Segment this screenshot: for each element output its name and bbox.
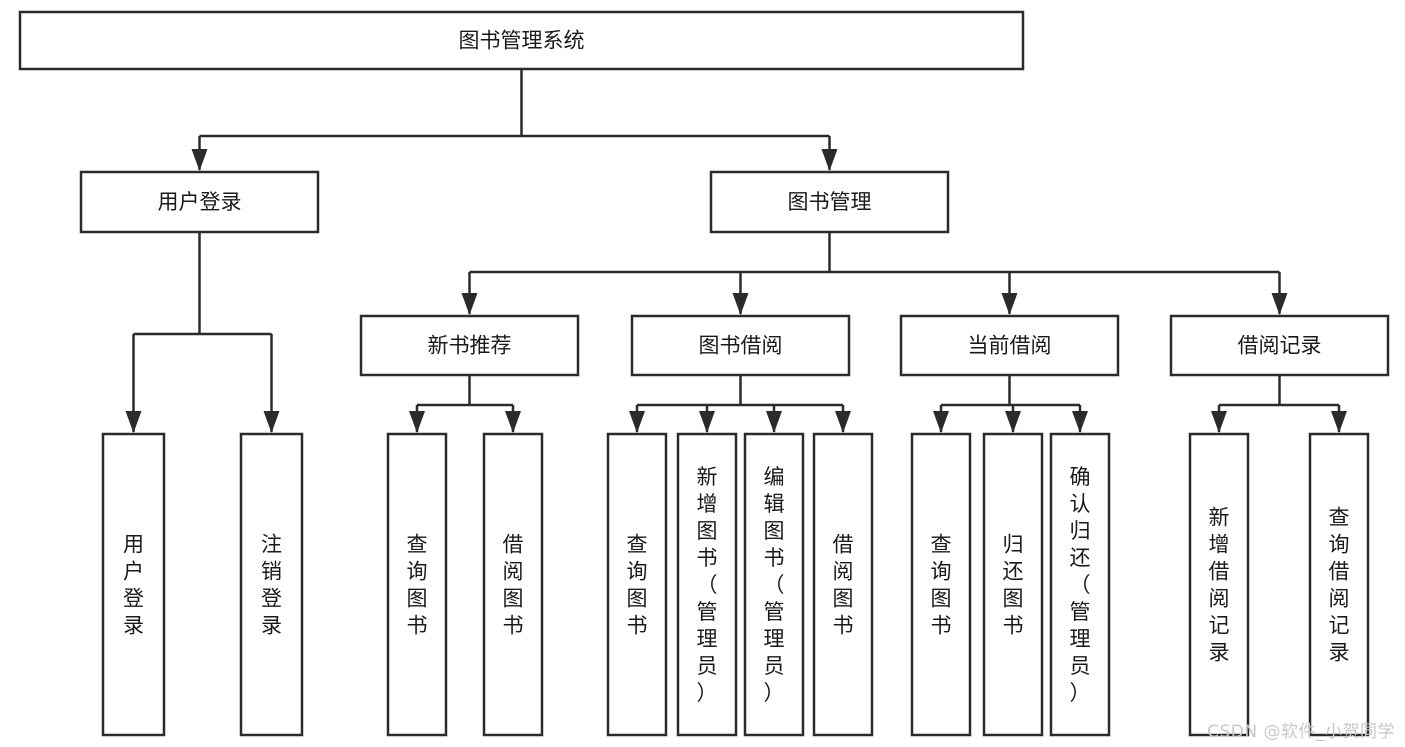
leaf-current-borrow-1-box[interactable]: [982, 432, 1044, 737]
leaf-borrow-record-0-label: 新增借阅记录: [1209, 506, 1230, 665]
node-new-book-recommend-box[interactable]: [359, 314, 580, 377]
leaf-book-borrow-1-label: 新增图书（管理员）: [697, 465, 718, 705]
leaf-borrow-record-1-box[interactable]: [1308, 432, 1370, 737]
leaf-book-borrow-3-label: 借阅图书: [833, 533, 854, 638]
leaf-new-book-recommend-0[interactable]: 查询图书: [386, 432, 448, 737]
leaf-book-borrow-2[interactable]: 编辑图书（管理员）: [743, 432, 805, 737]
arrow-head-icon: [699, 411, 715, 433]
leaf-book-borrow-0[interactable]: 查询图书: [606, 432, 668, 737]
arrow-head-icon: [732, 293, 749, 315]
node-new-book-recommend[interactable]: 新书推荐: [359, 314, 580, 377]
node-book-management-box[interactable]: [709, 170, 950, 234]
arrow-head-icon: [1005, 411, 1021, 433]
leaf-book-borrow-1-box[interactable]: [676, 432, 738, 737]
arrow-head-icon: [1331, 411, 1347, 433]
leaf-book-borrow-3[interactable]: 借阅图书: [812, 432, 874, 737]
leaf-user-login-1-box[interactable]: [239, 432, 304, 737]
leaf-borrow-record-1[interactable]: 查询借阅记录: [1308, 432, 1370, 737]
leaf-borrow-record-0-box[interactable]: [1188, 432, 1250, 737]
arrow-head-icon: [1211, 411, 1227, 433]
node-current-borrow-label: 当前借阅: [968, 334, 1052, 358]
arrow-head-icon: [1271, 293, 1288, 315]
arrow-head-icon: [191, 149, 208, 171]
node-borrow-record[interactable]: 借阅记录: [1169, 314, 1390, 377]
arrow-head-icon: [835, 411, 851, 433]
node-root-box[interactable]: [18, 10, 1025, 71]
leaf-current-borrow-0-box[interactable]: [910, 432, 972, 737]
leaf-user-login-1[interactable]: 注销登录: [239, 432, 304, 737]
arrow-head-icon: [933, 411, 949, 433]
leaf-user-login-0[interactable]: 用户登录: [101, 432, 166, 737]
leaf-user-login-1-label: 注销登录: [261, 533, 282, 638]
node-root-label: 图书管理系统: [459, 29, 585, 53]
node-user-login-box[interactable]: [79, 170, 320, 234]
csdn-watermark: CSDN @软件_小贺同学: [1207, 722, 1395, 742]
node-current-borrow[interactable]: 当前借阅: [899, 314, 1120, 377]
leaf-new-book-recommend-0-box[interactable]: [386, 432, 448, 737]
leaf-current-borrow-0-label: 查询图书: [931, 533, 952, 638]
node-current-borrow-box[interactable]: [899, 314, 1120, 377]
node-book-borrow[interactable]: 图书借阅: [630, 314, 851, 377]
leaf-new-book-recommend-0-label: 查询图书: [407, 533, 428, 638]
leaf-borrow-record-1-label: 查询借阅记录: [1329, 506, 1350, 665]
node-user-login-label: 用户登录: [158, 190, 242, 214]
node-root[interactable]: 图书管理系统: [18, 10, 1025, 71]
leaf-book-borrow-2-box[interactable]: [743, 432, 805, 737]
leaf-current-borrow-2-box[interactable]: [1049, 432, 1111, 737]
nodes-layer: 用户登录注销登录图书管理系统用户登录图书管理新书推荐查询图书借阅图书图书借阅查询…: [18, 10, 1390, 737]
arrow-head-icon: [125, 411, 142, 433]
node-book-management-label: 图书管理: [788, 190, 872, 214]
leaf-current-borrow-2-label: 确认归还（管理员）: [1070, 465, 1091, 705]
leaf-current-borrow-2[interactable]: 确认归还（管理员）: [1049, 432, 1111, 737]
arrow-head-icon: [1001, 293, 1018, 315]
leaf-borrow-record-0[interactable]: 新增借阅记录: [1188, 432, 1250, 737]
node-borrow-record-box[interactable]: [1169, 314, 1390, 377]
node-book-borrow-box[interactable]: [630, 314, 851, 377]
leaf-current-borrow-1[interactable]: 归还图书: [982, 432, 1044, 737]
arrow-head-icon: [263, 411, 280, 433]
arrow-head-icon: [461, 293, 478, 315]
connectors-layer: [125, 69, 1347, 433]
leaf-book-borrow-1[interactable]: 新增图书（管理员）: [676, 432, 738, 737]
arrow-head-icon: [821, 149, 838, 171]
node-new-book-recommend-label: 新书推荐: [428, 334, 512, 358]
leaf-current-borrow-0[interactable]: 查询图书: [910, 432, 972, 737]
arrow-head-icon: [629, 411, 645, 433]
leaf-book-borrow-2-label: 编辑图书（管理员）: [764, 465, 785, 705]
leaf-user-login-0-label: 用户登录: [123, 533, 144, 638]
arrow-head-icon: [505, 411, 521, 433]
node-borrow-record-label: 借阅记录: [1238, 334, 1322, 358]
leaf-user-login-0-box[interactable]: [101, 432, 166, 737]
arrow-head-icon: [409, 411, 425, 433]
node-book-borrow-label: 图书借阅: [699, 334, 783, 358]
leaf-book-borrow-0-box[interactable]: [606, 432, 668, 737]
leaf-book-borrow-0-label: 查询图书: [627, 533, 648, 638]
node-book-management[interactable]: 图书管理: [709, 170, 950, 234]
leaf-book-borrow-3-box[interactable]: [812, 432, 874, 737]
leaf-new-book-recommend-1-box[interactable]: [482, 432, 544, 737]
leaf-new-book-recommend-1[interactable]: 借阅图书: [482, 432, 544, 737]
leaf-new-book-recommend-1-label: 借阅图书: [503, 533, 524, 638]
arrow-head-icon: [1072, 411, 1088, 433]
node-user-login[interactable]: 用户登录: [79, 170, 320, 234]
arrow-head-icon: [766, 411, 782, 433]
leaf-current-borrow-1-label: 归还图书: [1003, 533, 1024, 638]
